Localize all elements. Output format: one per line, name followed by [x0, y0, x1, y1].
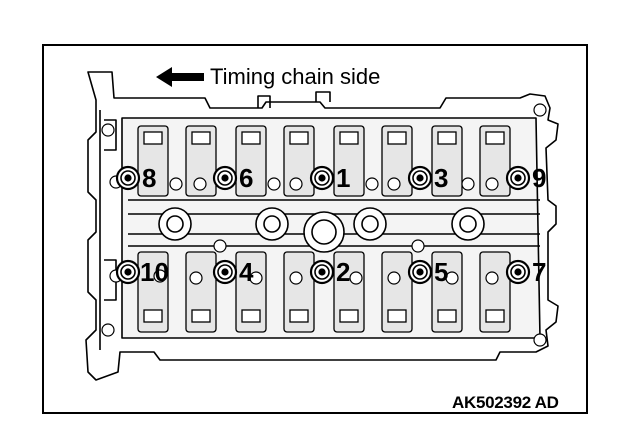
bolt-number-1: 1 [336, 163, 351, 193]
cam-cap-slot [191, 131, 211, 145]
bolt-icon [309, 165, 335, 191]
ring-detail [485, 177, 499, 191]
bolt-icon [505, 165, 531, 191]
cam-cap-slot [143, 131, 163, 145]
diagram-frame [42, 44, 588, 414]
bolt-icon [407, 259, 433, 285]
cam-cap-slot [339, 131, 359, 145]
plug-bore [459, 215, 477, 233]
plug-bore [166, 215, 184, 233]
top-boss-left [257, 95, 271, 108]
ring-detail [365, 177, 379, 191]
bolt-number-7: 7 [532, 257, 547, 287]
bolt-number-5: 5 [434, 257, 449, 287]
ring-detail [249, 271, 263, 285]
ring-detail [189, 271, 203, 285]
ring-detail [411, 239, 425, 253]
ring-detail [153, 269, 167, 283]
bolt-icon [309, 259, 335, 285]
ring-detail [349, 271, 363, 285]
cam-cap-slot [241, 131, 261, 145]
timing-chain-side-label: Timing chain side [210, 64, 381, 89]
center-sensor [311, 219, 337, 245]
bolt-number-2: 2 [336, 257, 351, 287]
bolt-number-4: 4 [239, 257, 254, 287]
cam-cap-slot [485, 131, 505, 145]
bolt-icon [115, 259, 141, 285]
reference-code: AK502392 AD [452, 393, 559, 412]
bolt-number-6: 6 [239, 163, 254, 193]
ring-detail [169, 177, 183, 191]
cam-cap-slot [143, 309, 163, 323]
plug-bore [263, 215, 281, 233]
ring-detail [485, 271, 499, 285]
cam-cap-slot [191, 309, 211, 323]
bolt-number-9: 9 [532, 163, 547, 193]
ring-detail [445, 271, 459, 285]
bolt-number-10: 10 [140, 257, 169, 287]
top-boss-right [315, 91, 331, 102]
ring-detail [267, 177, 281, 191]
cam-cap-slot [387, 309, 407, 323]
ring-detail [533, 103, 547, 117]
bolt-icon [212, 259, 238, 285]
bolt-number-3: 3 [434, 163, 449, 193]
cam-cap-slot [387, 131, 407, 145]
cam-cap-slot [437, 131, 457, 145]
ring-detail [289, 271, 303, 285]
cam-cap-slot [241, 309, 261, 323]
bolt-icon [115, 165, 141, 191]
bolt-number-8: 8 [142, 163, 157, 193]
ring-detail [193, 177, 207, 191]
cam-cap-slot [339, 309, 359, 323]
ring-detail [387, 271, 401, 285]
ring-detail [101, 123, 115, 137]
ring-detail [533, 333, 547, 347]
ring-detail [461, 177, 475, 191]
bolt-icon [505, 259, 531, 285]
ring-detail [101, 323, 115, 337]
bolt-icon [407, 165, 433, 191]
bolt-icon [212, 165, 238, 191]
arrow-left-icon [156, 67, 204, 87]
cam-cap-slot [289, 309, 309, 323]
ring-detail [289, 177, 303, 191]
cam-cap-slot [485, 309, 505, 323]
ring-detail [387, 177, 401, 191]
ring-detail [213, 239, 227, 253]
cam-cap-slot [289, 131, 309, 145]
cam-cap-slot [437, 309, 457, 323]
plug-bore [361, 215, 379, 233]
